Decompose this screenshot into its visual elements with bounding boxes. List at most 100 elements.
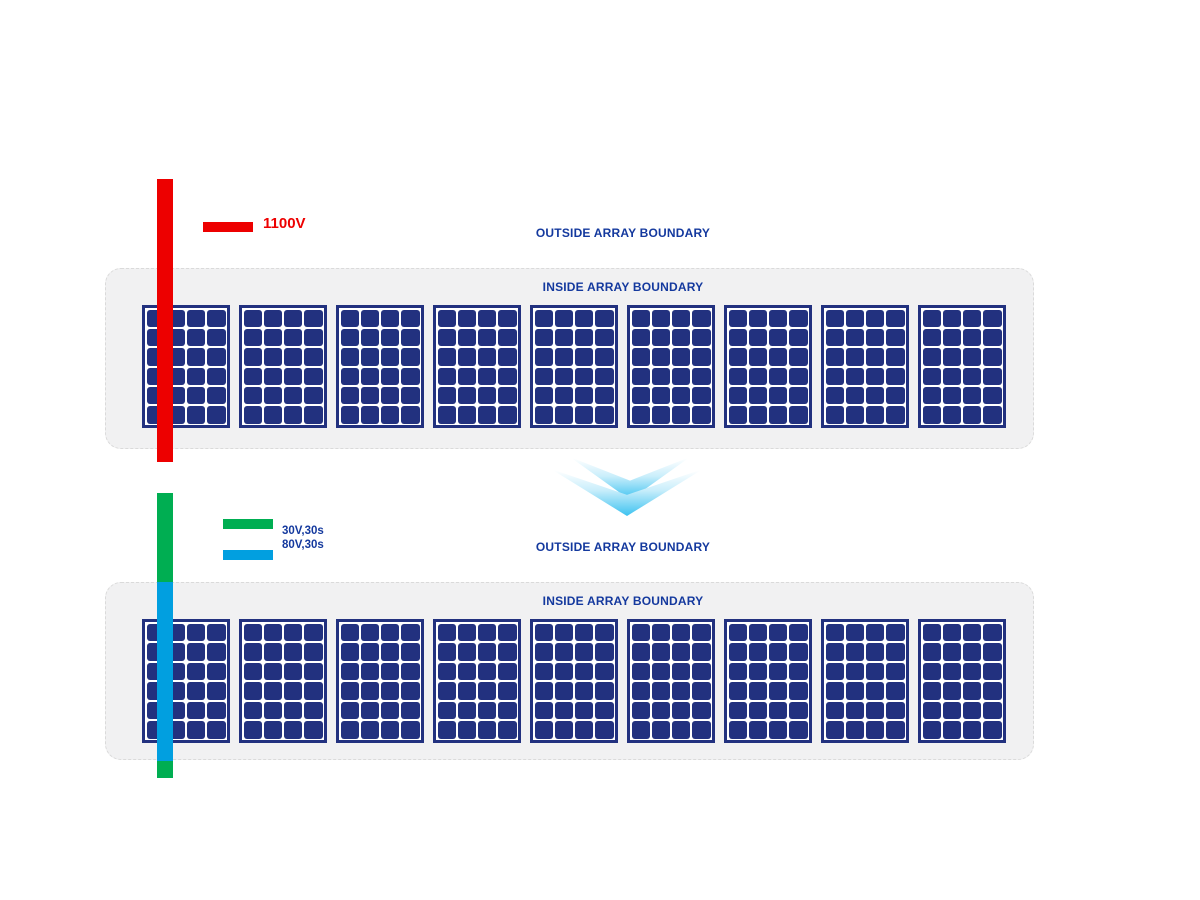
panel-cell — [672, 682, 691, 700]
panel-cell — [575, 682, 594, 700]
panel-cell — [866, 309, 885, 327]
panel-cell — [243, 406, 262, 424]
panel-cell — [651, 623, 670, 641]
solar-panel — [239, 619, 327, 743]
panel-cell — [381, 721, 400, 739]
panel-cell — [942, 662, 961, 680]
panel-cell — [263, 386, 282, 405]
panel-cell — [748, 328, 767, 347]
panel-cell — [845, 721, 864, 739]
panel-cell — [304, 721, 323, 739]
legend-swatch-80v — [223, 550, 273, 560]
legend-label-30v: 30V,30s — [282, 525, 324, 537]
panel-cell — [437, 623, 456, 641]
panel-cell — [263, 662, 282, 680]
panel-cell — [360, 309, 379, 327]
panel-cell — [284, 309, 303, 327]
panel-cell — [554, 386, 573, 405]
panel-cell — [845, 386, 864, 405]
solar-panel — [724, 619, 812, 743]
panel-cell — [478, 367, 497, 385]
panel-cell — [187, 643, 206, 661]
panel-cell — [942, 623, 961, 641]
panel-cell — [457, 623, 476, 641]
panel-cell — [983, 623, 1002, 641]
panel-cell — [651, 662, 670, 680]
panel-cell — [498, 309, 517, 327]
panel-cell — [340, 701, 359, 719]
outside-array-boundary-label-bottom: OUTSIDE ARRAY BOUNDARY — [535, 540, 711, 554]
panel-cell — [498, 701, 517, 719]
panel-cell — [575, 348, 594, 366]
panel-cell — [263, 367, 282, 385]
panel-cell — [575, 367, 594, 385]
panel-cell — [963, 386, 982, 405]
panel-cell — [789, 662, 808, 680]
legend-swatch-1100v — [203, 222, 253, 232]
panel-cell — [554, 623, 573, 641]
panel-cell — [207, 406, 226, 424]
panel-cell — [284, 386, 303, 405]
panel-cell — [651, 328, 670, 347]
panel-cell — [728, 682, 747, 700]
panel-cell — [748, 367, 767, 385]
panel-cell — [825, 682, 844, 700]
panel-cell — [728, 701, 747, 719]
panel-cell — [595, 721, 614, 739]
panel-cell — [304, 643, 323, 661]
panel-cell — [983, 348, 1002, 366]
voltage-bar-segment-inside — [157, 582, 173, 761]
panel-cell — [789, 386, 808, 405]
panel-cell — [672, 309, 691, 327]
panel-cell — [631, 386, 650, 405]
panel-cell — [769, 348, 788, 366]
panel-cell — [304, 682, 323, 700]
panel-cell — [401, 662, 420, 680]
panel-cell — [554, 406, 573, 424]
solar-panel — [918, 305, 1006, 428]
panel-row-top — [142, 305, 1006, 428]
panel-cell — [381, 662, 400, 680]
panel-cell — [478, 309, 497, 327]
panel-cell — [263, 623, 282, 641]
panel-cell — [769, 623, 788, 641]
panel-cell — [187, 386, 206, 405]
panel-cell — [922, 348, 941, 366]
panel-cell — [554, 721, 573, 739]
panel-cell — [534, 348, 553, 366]
panel-cell — [437, 662, 456, 680]
panel-cell — [942, 643, 961, 661]
panel-cell — [866, 701, 885, 719]
panel-cell — [963, 348, 982, 366]
panel-cell — [243, 643, 262, 661]
panel-cell — [534, 701, 553, 719]
panel-cell — [692, 367, 711, 385]
panel-cell — [263, 309, 282, 327]
panel-cell — [789, 406, 808, 424]
panel-cell — [769, 386, 788, 405]
panel-cell — [437, 386, 456, 405]
panel-cell — [692, 662, 711, 680]
solar-panel — [627, 619, 715, 743]
panel-cell — [728, 328, 747, 347]
panel-cell — [284, 623, 303, 641]
panel-cell — [825, 386, 844, 405]
panel-cell — [963, 406, 982, 424]
panel-cell — [554, 662, 573, 680]
panel-cell — [401, 309, 420, 327]
panel-cell — [728, 406, 747, 424]
solar-panel — [821, 619, 909, 743]
panel-cell — [284, 406, 303, 424]
panel-cell — [340, 682, 359, 700]
panel-cell — [886, 662, 905, 680]
panel-cell — [789, 682, 808, 700]
panel-cell — [769, 721, 788, 739]
panel-cell — [207, 386, 226, 405]
panel-cell — [692, 721, 711, 739]
panel-cell — [845, 643, 864, 661]
panel-cell — [672, 701, 691, 719]
panel-cell — [866, 406, 885, 424]
panel-cell — [983, 643, 1002, 661]
panel-cell — [748, 721, 767, 739]
